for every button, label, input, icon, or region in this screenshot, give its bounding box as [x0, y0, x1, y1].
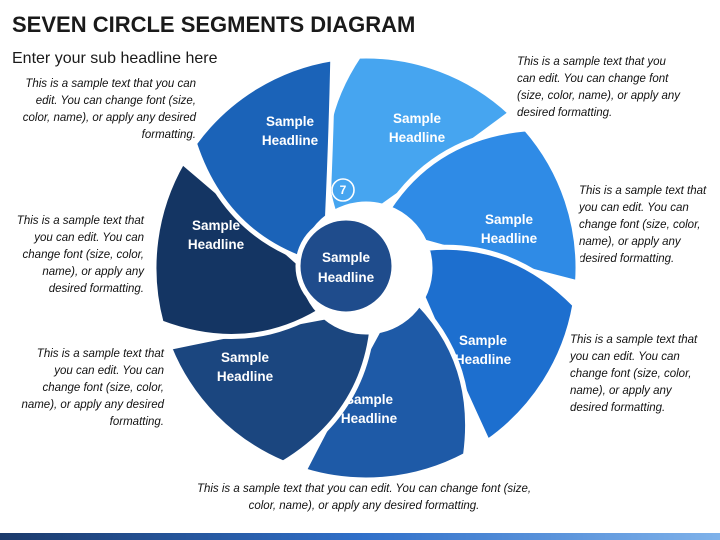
bottom-accent-bar [0, 533, 720, 540]
page-title: SEVEN CIRCLE SEGMENTS DIAGRAM [12, 12, 416, 37]
page-subtitle: Enter your sub headline here [12, 50, 218, 67]
note-right-lower: This is a sample text that you can edit.… [570, 334, 698, 414]
note-bottom: This is a sample text that you can edit.… [196, 483, 532, 512]
segment-7-number-badge [331, 178, 355, 202]
note-left-lower: This is a sample text that you can edit.… [21, 348, 164, 428]
note-left-middle: This is a sample text that you can edit.… [16, 215, 144, 295]
segment-7 [192, 56, 336, 262]
note-top-left: This is a sample text that you can edit.… [22, 78, 196, 141]
segment-7-number: 7 [340, 183, 347, 197]
note-right-upper: This is a sample text that you can edit.… [579, 185, 707, 265]
note-top-right: This is a sample text that you can edit.… [517, 56, 680, 119]
center-circle [295, 215, 397, 317]
